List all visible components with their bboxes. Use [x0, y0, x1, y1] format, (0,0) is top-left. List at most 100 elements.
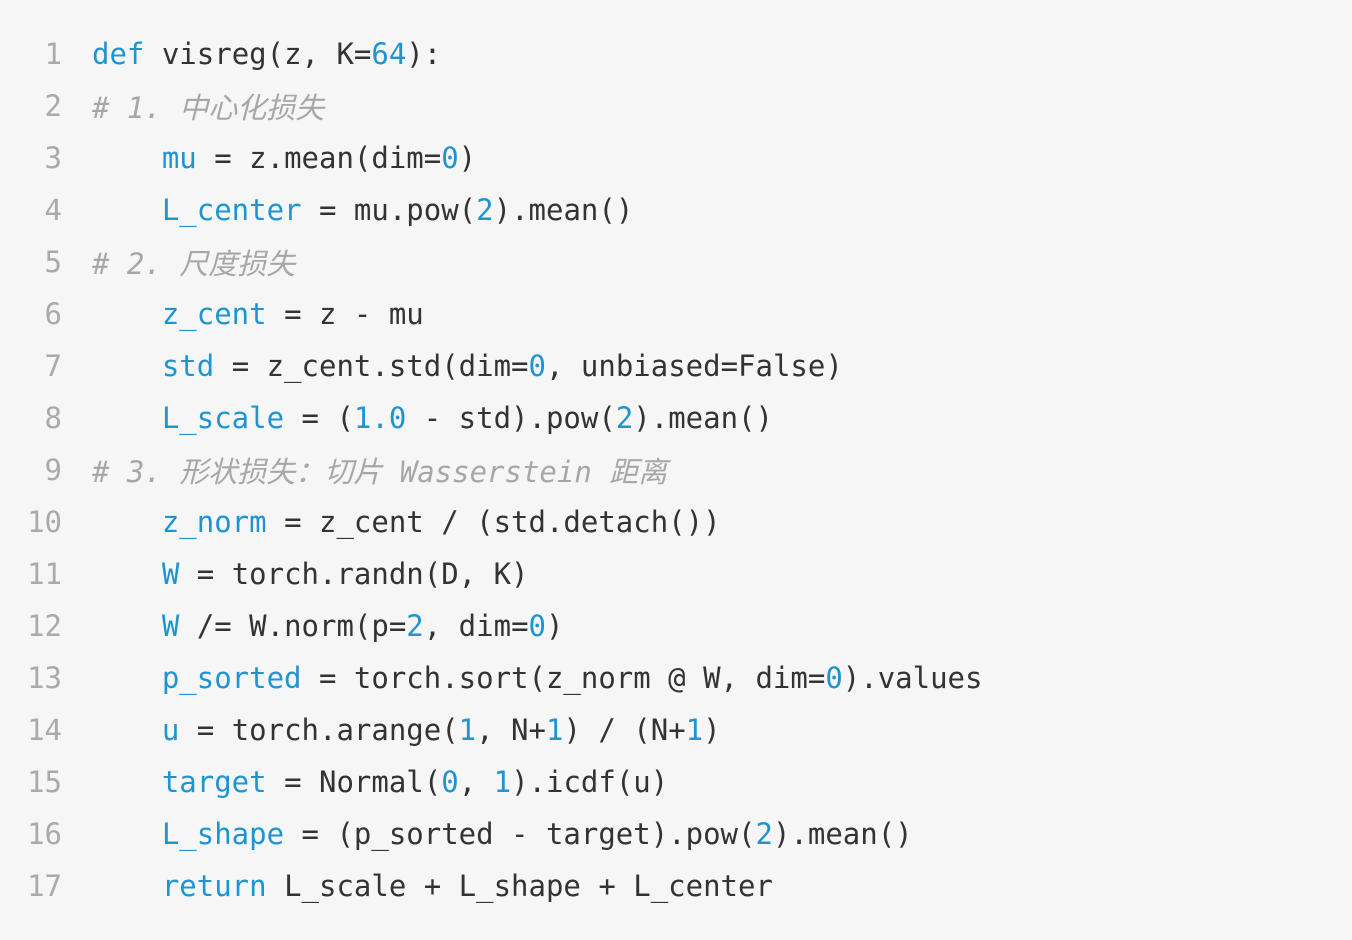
code-indent [92, 141, 162, 175]
line-content: p_sorted = torch.sort(z_norm @ W, dim=0)… [62, 661, 983, 695]
code-text: = Normal( [266, 765, 442, 799]
code-line: 7 std = z_cent.std(dim=0, unbiased=False… [0, 340, 1352, 392]
line-content: return L_scale + L_shape + L_center [62, 869, 773, 903]
code-line: 17 return L_scale + L_shape + L_center [0, 860, 1352, 912]
code-text: = ( [284, 401, 354, 435]
line-content: u = torch.arange(1, N+1) / (N+1) [62, 713, 721, 747]
line-number: 16 [27, 817, 62, 851]
line-number: 3 [44, 141, 62, 175]
code-text: L_scale + L_shape + L_center [266, 869, 773, 903]
code-number: 1 [458, 713, 477, 747]
line-content: # 3. 形状损失：切片 Wasserstein 距离 [62, 449, 667, 491]
code-text: ) [546, 609, 564, 643]
line-number: 4 [44, 193, 62, 227]
code-text: ).mean() [633, 401, 773, 435]
code-text: = z.mean(dim= [196, 141, 442, 175]
line-content: # 2. 尺度损失 [62, 241, 295, 283]
code-line: 16 L_shape = (p_sorted - target).pow(2).… [0, 808, 1352, 860]
code-text: = (p_sorted - target).pow( [284, 817, 756, 851]
code-indent [92, 661, 162, 695]
line-number: 1 [44, 37, 62, 71]
code-text: = z - mu [266, 297, 424, 331]
code-indent [92, 401, 162, 435]
code-text: = z_cent / (std.detach()) [266, 505, 721, 539]
code-text: = mu.pow( [301, 193, 477, 227]
code-line: 11 W = torch.randn(D, K) [0, 548, 1352, 600]
line-content: L_shape = (p_sorted - target).pow(2).mea… [62, 817, 913, 851]
code-indent [92, 505, 162, 539]
code-text: = torch.randn(D, K) [179, 557, 529, 591]
code-variable: z_cent [161, 297, 267, 331]
code-indent [92, 349, 162, 383]
line-number: 15 [27, 765, 62, 799]
line-number: 11 [27, 557, 62, 591]
code-number: 1 [685, 713, 704, 747]
code-variable: L_shape [161, 817, 285, 851]
code-text: ) [458, 141, 477, 175]
line-number: 12 [27, 609, 62, 643]
line-content: target = Normal(0, 1).icdf(u) [62, 765, 668, 799]
code-indent [92, 869, 162, 903]
line-number: 10 [27, 505, 62, 539]
code-number: 1.0 [353, 401, 407, 435]
code-text: ): [406, 37, 442, 71]
code-text: /= W.norm(p= [179, 609, 407, 643]
line-number: 14 [27, 713, 62, 747]
code-number: 64 [371, 37, 407, 71]
line-content: z_cent = z - mu [62, 297, 424, 331]
code-line: 15 target = Normal(0, 1).icdf(u) [0, 756, 1352, 808]
line-number: 2 [44, 89, 62, 123]
code-text: ).mean() [772, 817, 913, 851]
code-line: 10 z_norm = z_cent / (std.detach()) [0, 496, 1352, 548]
code-text: = torch.arange( [179, 713, 459, 747]
code-variable: L_center [161, 193, 302, 227]
line-content: mu = z.mean(dim=0) [62, 141, 476, 175]
code-text: = torch.sort(z_norm @ W, dim= [301, 661, 826, 695]
line-content: def visreg(z, K=64): [62, 37, 441, 71]
code-number: 0 [825, 661, 843, 695]
code-text: ) / (N+ [563, 713, 686, 747]
code-indent [92, 557, 162, 591]
line-number: 5 [44, 245, 62, 279]
line-number: 8 [44, 401, 62, 435]
line-content: std = z_cent.std(dim=0, unbiased=False) [62, 349, 843, 383]
code-text: ) [703, 713, 721, 747]
code-variable: target [161, 765, 267, 799]
code-indent [92, 297, 162, 331]
code-comment: # 3. 形状损失：切片 Wasserstein 距离 [92, 455, 668, 489]
line-content: z_norm = z_cent / (std.detach()) [62, 505, 721, 539]
code-text: ).icdf(u) [511, 765, 669, 799]
code-line: 8 L_scale = (1.0 - std).pow(2).mean() [0, 392, 1352, 444]
line-number: 6 [44, 297, 62, 331]
code-text: , [458, 765, 494, 799]
code-variable: W [161, 557, 180, 591]
line-content: L_scale = (1.0 - std).pow(2).mean() [62, 401, 773, 435]
code-indent [92, 193, 162, 227]
code-line: 2# 1. 中心化损失 [0, 80, 1352, 132]
line-number: 9 [44, 453, 62, 487]
code-text: , N+ [476, 713, 546, 747]
line-number: 7 [44, 349, 62, 383]
code-line: 3 mu = z.mean(dim=0) [0, 132, 1352, 184]
code-number: 1 [545, 713, 564, 747]
code-indent [92, 817, 162, 851]
code-number: 1 [493, 765, 512, 799]
code-number: 0 [441, 141, 459, 175]
code-line: 9 # 3. 形状损失：切片 Wasserstein 距离 [0, 444, 1352, 496]
line-content: L_center = mu.pow(2).mean() [62, 193, 633, 227]
line-content: # 1. 中心化损失 [62, 85, 324, 127]
code-text: , dim= [423, 609, 529, 643]
code-keyword: return [161, 869, 267, 903]
code-line: 5# 2. 尺度损失 [0, 236, 1352, 288]
code-indent [92, 765, 162, 799]
code-number: 0 [528, 349, 546, 383]
code-indent [92, 713, 162, 747]
code-text: = z_cent.std(dim= [214, 349, 529, 383]
code-text: ).mean() [493, 193, 634, 227]
code-number: 0 [441, 765, 459, 799]
code-text: visreg(z, K= [144, 37, 372, 71]
code-variable: std [161, 349, 215, 383]
code-variable: W [161, 609, 180, 643]
code-variable: mu [161, 141, 197, 175]
